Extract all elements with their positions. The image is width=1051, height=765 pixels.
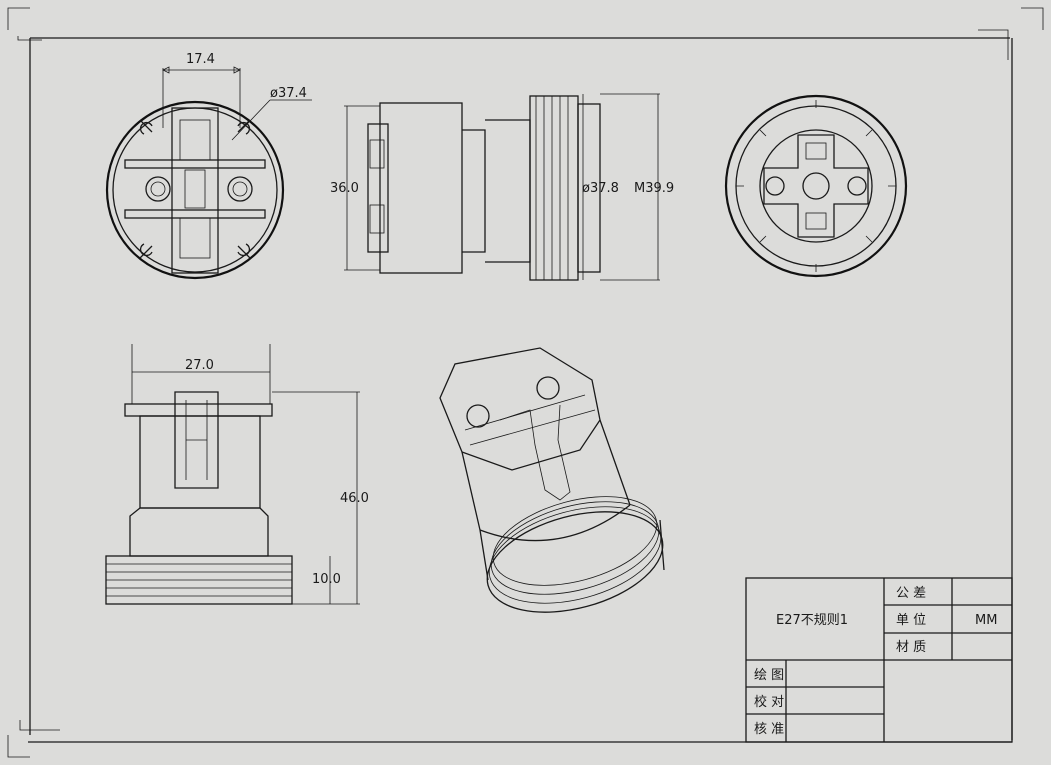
unit-label: 单 位 xyxy=(896,613,926,628)
material-label: 材 质 xyxy=(896,640,926,655)
dim-front-height: 46.0 xyxy=(340,491,369,506)
unit-value: MM xyxy=(975,613,997,628)
dim-top-diameter: ø37.4 xyxy=(270,86,307,101)
drawn-label: 绘 图 xyxy=(754,668,784,683)
front-view: 27.0 46.0 10.0 xyxy=(105,344,369,605)
approved-label: 核 准 xyxy=(754,722,784,737)
sheet-corner-marks xyxy=(7,7,1044,758)
tolerance-label: 公 差 xyxy=(896,586,926,601)
title-block xyxy=(745,577,1013,743)
dim-top-width: 17.4 xyxy=(186,52,215,67)
bottom-view xyxy=(724,94,908,278)
side-view: 36.0 ø37.8 M39.9 xyxy=(330,93,674,281)
top-view: 17.4 ø37.4 xyxy=(105,52,312,280)
sheet-border xyxy=(17,29,1013,743)
part-name: E27不规则1 xyxy=(776,613,848,628)
dim-thread-major: M39.9 xyxy=(634,181,674,196)
dim-side-height: 36.0 xyxy=(330,181,359,196)
checked-label: 校 对 xyxy=(754,694,784,710)
isometric-view xyxy=(439,347,665,613)
dim-thread-length: 10.0 xyxy=(312,572,341,587)
dim-thread-inner: ø37.8 xyxy=(582,181,619,196)
dim-front-width: 27.0 xyxy=(185,358,214,373)
